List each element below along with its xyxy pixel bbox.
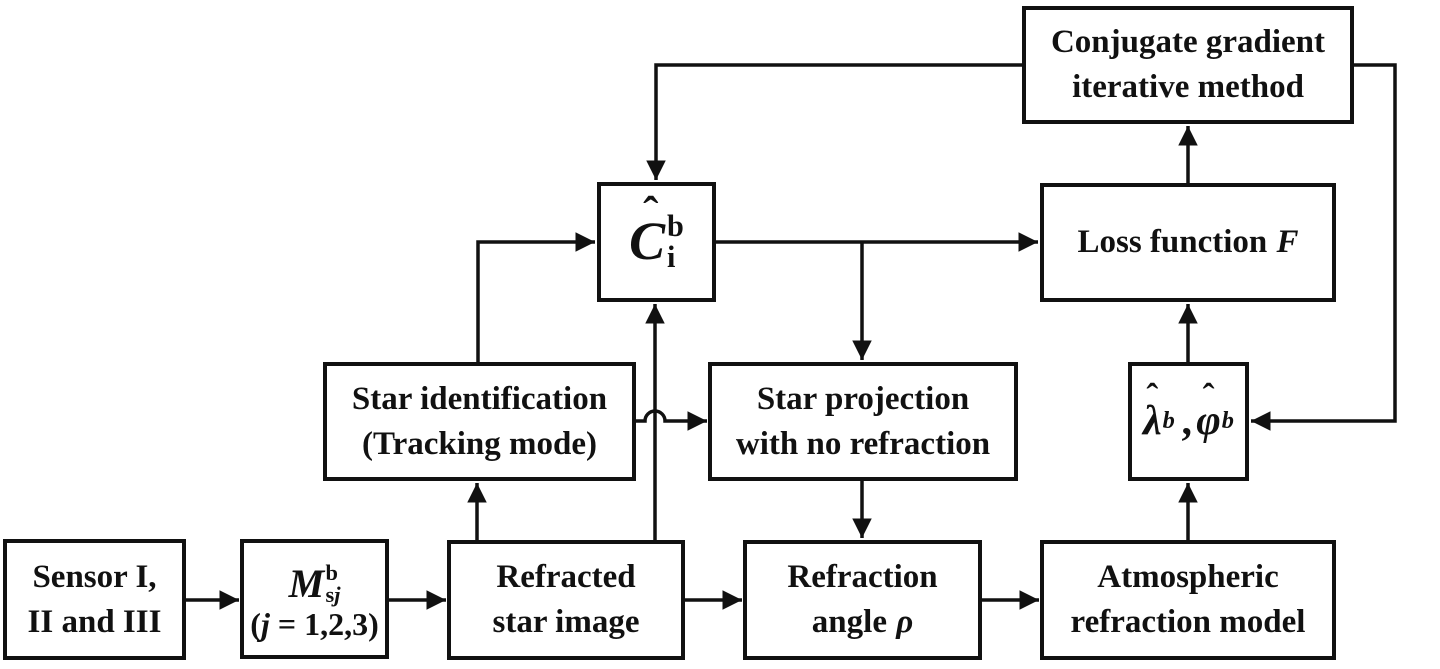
- math-subscript: b: [1162, 407, 1175, 435]
- math-subscript-roman: s: [325, 582, 335, 608]
- math-scripts: b sj: [325, 559, 341, 608]
- node-label-line: star image: [492, 604, 640, 640]
- node-label-text: angle: [811, 604, 887, 640]
- math-subscript: sj: [325, 582, 341, 608]
- node-label-line: angle ρ: [812, 600, 913, 645]
- math-expression: ˆ C b i: [629, 189, 684, 278]
- hat-accent: ˆ: [643, 186, 659, 238]
- node-label-line: (Tracking mode): [362, 425, 597, 462]
- node-attitude-matrix: ˆ C b i: [597, 182, 716, 302]
- math-variable: M: [288, 561, 325, 607]
- math-base: ˆ λ: [1143, 378, 1162, 450]
- node-label-line: Sensor I,: [32, 558, 157, 595]
- math-variable: λ: [1143, 397, 1162, 444]
- node-label-line: II and III: [27, 603, 162, 640]
- math-scripts: b i: [667, 211, 684, 273]
- node-measurement-matrix: M b sj (j = 1,2,3): [240, 539, 389, 659]
- math-variable: C: [629, 211, 666, 272]
- node-label-line: Conjugate gradient: [1050, 24, 1326, 61]
- math-index-range: (j = 1,2,3): [250, 607, 378, 642]
- math-base: ˆ φ: [1196, 378, 1221, 450]
- node-star-identification: Star identification (Tracking mode): [323, 362, 636, 481]
- hat-accent: ˆ: [1202, 375, 1215, 416]
- math-base: ˆ C: [629, 189, 666, 278]
- math-superscript: b: [325, 559, 338, 585]
- arrow-starid-to-cmatrix: [476, 232, 595, 362]
- node-label-line: iterative method: [1072, 69, 1304, 105]
- math-expression: ˆ λ b , ˆ φ b: [1143, 378, 1234, 450]
- node-label-line: Star projection: [756, 380, 970, 417]
- math-expression: M b sj: [289, 556, 341, 608]
- math-variable: ρ: [896, 604, 914, 640]
- math-variable: F: [1276, 224, 1299, 261]
- node-label-line: Star identification: [351, 380, 608, 417]
- math-variable: φ: [1196, 397, 1221, 444]
- node-atmospheric-refraction-model: Atmospheric refraction model: [1040, 540, 1336, 660]
- node-label-line: refraction model: [1070, 604, 1306, 640]
- node-refracted-star-image: Refracted star image: [447, 540, 685, 660]
- math-index-values: = 1,2,3): [269, 606, 379, 643]
- node-star-projection: Star projection with no refraction: [708, 362, 1018, 481]
- math-variable: j: [260, 606, 270, 643]
- math-superscript: b: [667, 209, 684, 244]
- arrow-starid-to-starproj: [636, 409, 707, 431]
- node-sensors: Sensor I, II and III: [3, 539, 186, 660]
- node-label-line: Refracted: [496, 559, 636, 596]
- node-label-text: Loss function: [1077, 224, 1268, 261]
- hat-accent: ˆ: [1146, 375, 1159, 416]
- node-label-line: Atmospheric: [1097, 559, 1279, 596]
- paren-open: (: [250, 606, 261, 643]
- node-label: Loss function F: [1077, 220, 1298, 265]
- arrow-conjugate-to-lambda: [1251, 63, 1397, 431]
- node-position-estimate: ˆ λ b , ˆ φ b: [1128, 362, 1249, 481]
- math-subscript: i: [667, 240, 676, 274]
- node-conjugate-gradient-method: Conjugate gradient iterative method: [1022, 6, 1354, 124]
- math-separator: ,: [1181, 397, 1193, 444]
- node-label-line: Refraction: [787, 559, 938, 596]
- node-refraction-angle: Refraction angle ρ: [743, 540, 982, 660]
- math-subscript-italic: j: [334, 582, 341, 608]
- arrow-conjugate-to-cmatrix: [646, 63, 1022, 180]
- math-subscript: b: [1221, 407, 1234, 435]
- node-loss-function: Loss function F: [1040, 183, 1336, 302]
- node-label-line: with no refraction: [735, 425, 991, 462]
